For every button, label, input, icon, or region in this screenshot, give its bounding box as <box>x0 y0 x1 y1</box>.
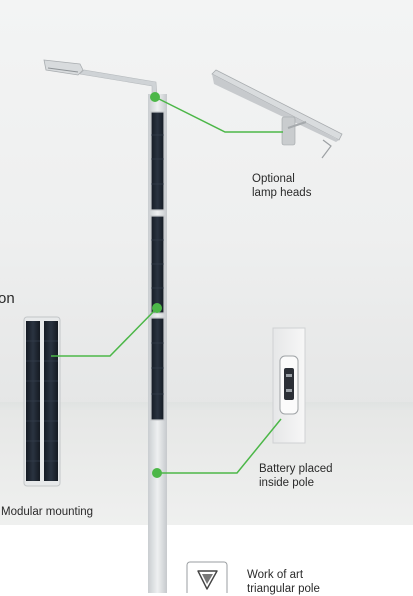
callout-dot-battery <box>152 468 162 478</box>
callout-dot-lamp <box>150 92 160 102</box>
cut-heading-text: on <box>0 290 15 307</box>
battery-box <box>272 327 306 444</box>
battery-label: Battery placed inside pole <box>259 462 333 490</box>
battery-line-2: inside pole <box>259 477 314 489</box>
callout-lines <box>51 96 283 474</box>
pole-base <box>148 525 228 593</box>
illustration <box>23 59 343 525</box>
work-of-art-label: Work of art triangular pole <box>247 568 320 596</box>
product-scene: on Optional lamp heads Battery placed in… <box>0 0 413 525</box>
lamp-heads-label: Optional lamp heads <box>252 172 311 200</box>
lamp-heads-line-1: Optional <box>252 173 295 185</box>
optional-lamp-head <box>211 69 343 159</box>
ground <box>0 410 413 525</box>
modular-mounting-label: Modular mounting <box>1 506 94 518</box>
battery-line-1: Battery placed <box>259 463 333 475</box>
triangle-pole-icon <box>186 561 228 593</box>
modular-panel <box>23 316 61 487</box>
lamp-heads-line-2: lamp heads <box>252 187 312 199</box>
work-of-art-line-2: triangular pole <box>247 583 320 595</box>
pole-solar-panels <box>150 111 165 421</box>
bottom-section: Work of art triangular pole <box>0 525 413 596</box>
main-pole <box>43 59 167 525</box>
callout-dot-module <box>152 303 162 313</box>
work-of-art-line-1: Work of art <box>247 569 304 581</box>
